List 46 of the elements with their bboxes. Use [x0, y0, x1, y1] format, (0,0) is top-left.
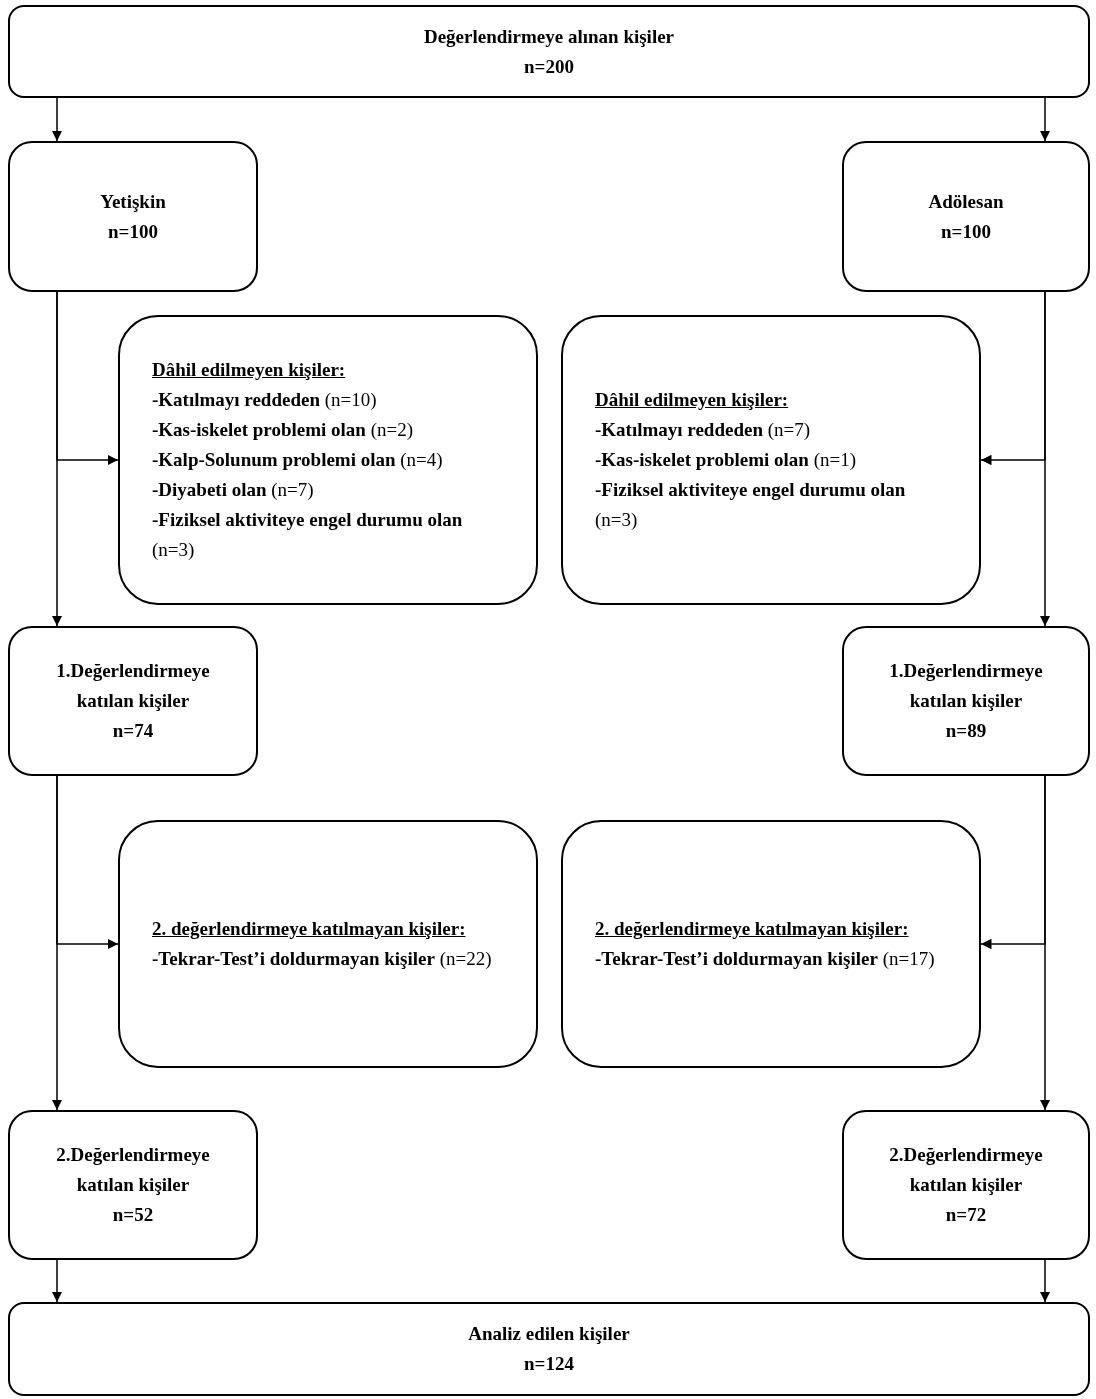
box-text: n=100 [941, 219, 991, 244]
exclusion-box [118, 820, 538, 1068]
box-text: n=200 [524, 54, 574, 79]
box-text: n=52 [112, 1203, 154, 1227]
arrow [980, 291, 1046, 466]
arrow [1039, 1259, 1051, 1303]
box-text: Yetişkin [100, 189, 166, 214]
arrow [56, 775, 119, 950]
box-text: n=124 [524, 1352, 574, 1376]
process-box [842, 1110, 1090, 1260]
box-text: -Tekrar-Test’i doldurmayan kişiler (n=17) [595, 947, 935, 971]
box-text: Adölesan [928, 189, 1004, 214]
box-text: -Diyabeti olan (n=7) [152, 478, 314, 502]
box-heading: Dâhil edilmeyen kişiler: [152, 358, 346, 382]
box-text: n=74 [112, 719, 154, 743]
arrow [980, 775, 1046, 950]
box-text: n=100 [108, 219, 158, 244]
box-text: -Kas-iskelet problemi olan (n=2) [152, 418, 414, 442]
process-box [842, 141, 1090, 292]
box-heading: 2. değerlendirmeye katılmayan kişiler: [152, 917, 466, 941]
exclusion-box [561, 315, 981, 605]
process-box [8, 1302, 1090, 1396]
box-text: n=89 [945, 719, 987, 743]
box-text: -Kas-iskelet problemi olan (n=1) [595, 448, 857, 472]
exclusion-box [561, 820, 981, 1068]
process-box [8, 1110, 258, 1260]
process-box [8, 5, 1090, 98]
box-text: -Tekrar-Test’i doldurmayan kişiler (n=22) [152, 947, 492, 971]
arrow [51, 97, 63, 142]
box-text: -Kalp-Solunum problemi olan (n=4) [152, 448, 443, 472]
arrow [51, 1259, 63, 1303]
box-text: Değerlendirmeye alınan kişiler [423, 24, 675, 49]
process-box [842, 626, 1090, 776]
box-text: -Katılmayı reddeden (n=7) [595, 418, 811, 442]
arrow [1039, 97, 1051, 142]
box-heading: Dâhil edilmeyen kişiler: [595, 388, 789, 412]
process-box [8, 141, 258, 292]
arrow [56, 291, 119, 466]
process-box [8, 626, 258, 776]
box-heading: 2. değerlendirmeye katılmayan kişiler: [595, 917, 909, 941]
box-text: -Fiziksel aktiviteye engel durumu olan (n=3) [152, 508, 464, 562]
exclusion-box [118, 315, 538, 605]
box-text: Analiz edilen kişiler [468, 1322, 630, 1346]
box-text: n=72 [945, 1203, 987, 1227]
box-text: -Fiziksel aktiviteye engel durumu olan (n=3) [595, 478, 907, 532]
box-text: -Katılmayı reddeden (n=10) [152, 388, 377, 412]
